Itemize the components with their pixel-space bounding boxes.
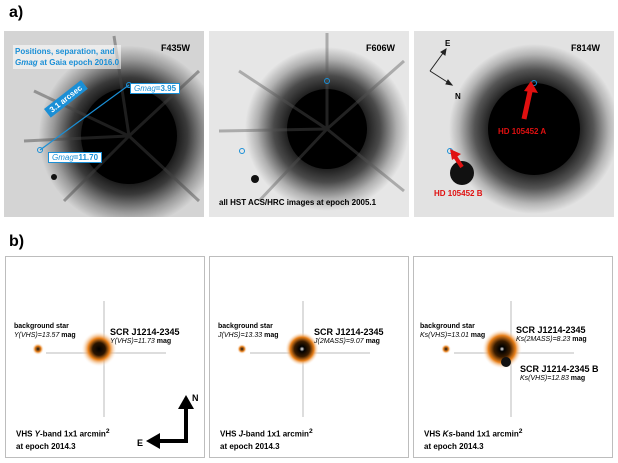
vhs-image-y <box>32 301 194 449</box>
star-a-label: HD 105452 A <box>498 127 547 136</box>
separation-overlay <box>37 82 132 153</box>
target-title: SCR J1214-2345 <box>314 327 384 337</box>
companion-title: SCR J1214-2345 B <box>520 364 599 374</box>
section-a-label: a) <box>9 4 24 21</box>
vhs-image-j <box>237 301 370 417</box>
caption-post: -band 1x1 arcmin <box>40 429 106 439</box>
bg-star-band: J(VHS) <box>218 332 241 339</box>
bg-star-title: background star <box>420 323 475 330</box>
bg-star-unit: mag <box>262 332 279 339</box>
compass-icon <box>429 48 454 86</box>
compass-e-label: E <box>137 438 144 448</box>
compass-n-label: N <box>455 92 461 101</box>
caption-post: -band 1x1 arcmin <box>243 429 309 439</box>
vhs-caption: VHS J-band 1x1 arcmin2 at epoch 2014.3 <box>220 426 313 453</box>
target-band: Ks(2MASS) <box>516 336 553 343</box>
gmag-b-label: Gmag <box>52 153 74 162</box>
filter-label: F606W <box>365 43 395 53</box>
target-mag: Ks(2MASS)=8.23 mag <box>516 336 587 343</box>
arrow-icon <box>450 149 464 169</box>
bg-star-mag: Ks(VHS)=13.01 mag <box>420 332 485 339</box>
compass-n-label: N <box>192 393 199 403</box>
hst-image-f814w <box>414 31 614 217</box>
compass-e-label: E <box>445 39 451 48</box>
companion-mag: Ks(VHS)=12.83 mag <box>520 375 585 382</box>
bg-star-unit: mag <box>59 332 76 339</box>
gmag-b-box: Gmag=11.70 <box>48 152 103 163</box>
target-value: =8.23 <box>552 336 571 343</box>
vhs-panel-y: background star Y(VHS)=13.57 mag SCR J12… <box>5 256 205 458</box>
caption-band: Y <box>34 429 41 439</box>
bg-star-value: =13.57 <box>37 332 60 339</box>
caption-epoch: at epoch 2014.3 <box>424 441 484 451</box>
gmag-a-value: =3.95 <box>155 84 177 93</box>
vhs-caption: VHS Y-band 1x1 arcmin2 at epoch 2014.3 <box>16 426 110 453</box>
hst-panel-f435w: F435W Positions, separation, and Gmag at… <box>4 31 204 217</box>
compass-icon <box>146 395 194 449</box>
bg-star-title: background star <box>14 323 69 330</box>
gmag-b-value: =11.70 <box>73 153 99 162</box>
arrow-icon <box>521 81 538 120</box>
target-title: SCR J1214-2345 <box>516 325 586 335</box>
bg-star-band: Y(VHS) <box>14 332 38 339</box>
gaia-info-line1: Positions, separation, and <box>15 47 115 56</box>
target-title: SCR J1214-2345 <box>110 327 180 337</box>
target-value: =11.73 <box>133 338 155 345</box>
hst-panel-f606w: F606W all HST ACS/HRC images at epoch 20… <box>209 31 409 217</box>
bg-star-value: =13.01 <box>447 332 469 339</box>
caption-pre: VHS <box>16 429 35 439</box>
caption-epoch: at epoch 2014.3 <box>220 441 280 451</box>
filter-label: F814W <box>570 43 600 53</box>
caption-pre: VHS <box>220 429 239 439</box>
caption-pre: VHS <box>424 429 443 439</box>
gmag-a-label: Gmag <box>134 84 156 93</box>
vhs-caption: VHS Ks-band 1x1 arcmin2 at epoch 2014.3 <box>424 426 522 453</box>
caption-band: Ks <box>442 429 453 439</box>
companion-band: Ks(VHS) <box>520 375 548 382</box>
hst-panel-f814w: F814W E N HD 105452 A HD 105452 B <box>414 31 614 217</box>
vhs-image-ks <box>441 301 574 417</box>
caption-sup: 2 <box>105 428 110 435</box>
target-band: Y(VHS) <box>110 338 134 345</box>
caption-epoch: at epoch 2014.3 <box>16 441 76 451</box>
caption-sup: 2 <box>518 428 523 435</box>
gaia-info-gmag: Gmag <box>15 58 38 67</box>
caption-post: -band 1x1 arcmin <box>452 429 519 439</box>
caption-band: J <box>238 429 244 439</box>
bg-star-band: Ks(VHS) <box>420 332 448 339</box>
target-unit: mag <box>570 336 587 343</box>
companion-value: =12.83 <box>547 375 569 382</box>
bg-star-mag: Y(VHS)=13.57 mag <box>14 332 76 339</box>
target-value: =9.07 <box>345 338 364 345</box>
bg-star-title: background star <box>218 323 273 330</box>
target-unit: mag <box>363 338 380 345</box>
caption-sup: 2 <box>308 428 313 435</box>
gaia-info-line2: at Gaia epoch 2016.0 <box>37 58 120 67</box>
bg-star-mag: J(VHS)=13.33 mag <box>218 332 279 339</box>
gmag-a-box: Gmag=3.95 <box>130 83 181 94</box>
bg-star-unit: mag <box>468 332 486 339</box>
hst-image-f606w <box>209 31 409 217</box>
vhs-panel-ks: background star Ks(VHS)=13.01 mag SCR J1… <box>413 256 613 458</box>
gaia-info-box: Positions, separation, and Gmag at Gaia … <box>13 45 122 69</box>
star-b-label: HD 105452 B <box>434 189 483 198</box>
target-mag: Y(VHS)=11.73 mag <box>110 338 171 345</box>
bg-star-value: =13.33 <box>240 332 263 339</box>
section-b-label: b) <box>9 233 25 250</box>
hst-caption: all HST ACS/HRC images at epoch 2005.1 <box>219 198 377 207</box>
vhs-panel-j: background star J(VHS)=13.33 mag SCR J12… <box>209 256 409 458</box>
filter-label: F435W <box>160 43 190 53</box>
companion-unit: mag <box>568 375 586 382</box>
target-mag: J(2MASS)=9.07 mag <box>314 338 380 345</box>
target-band: J(2MASS) <box>314 338 346 345</box>
target-unit: mag <box>154 338 172 345</box>
